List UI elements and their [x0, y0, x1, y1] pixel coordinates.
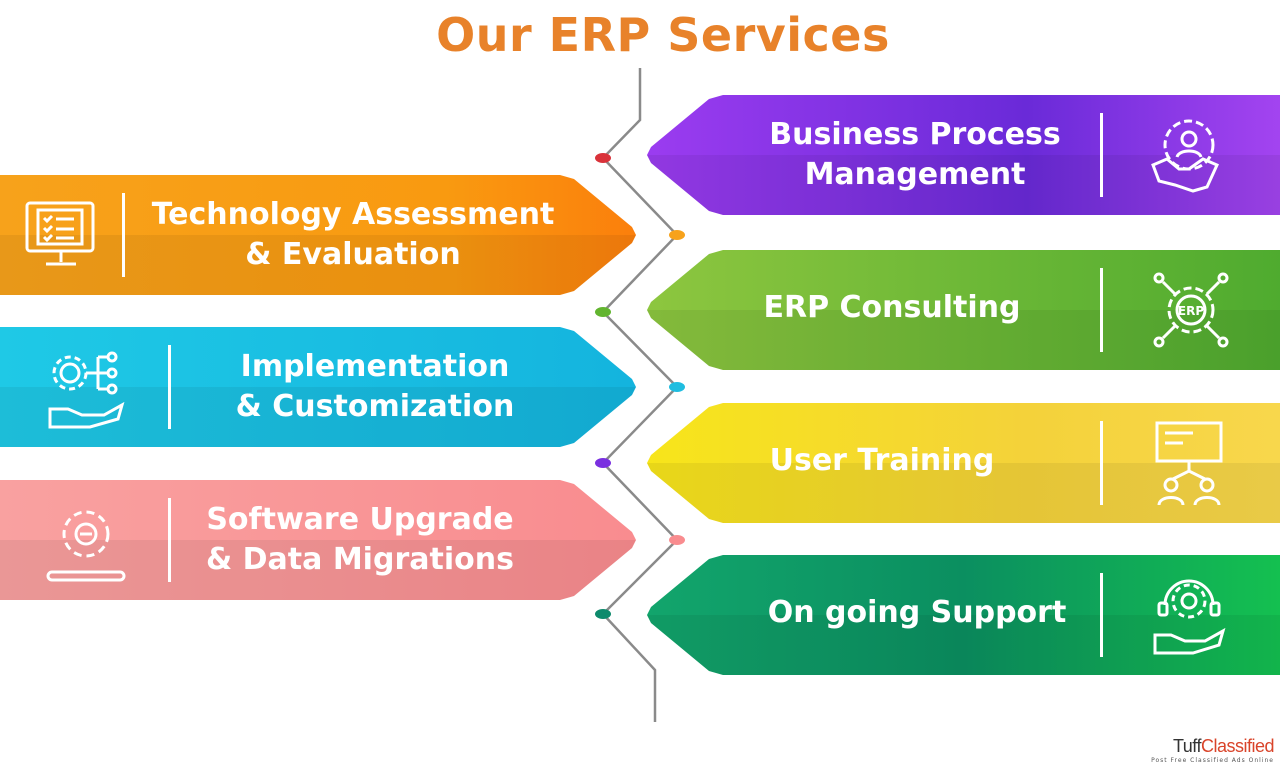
watermark-brand-b: Classified	[1200, 736, 1275, 756]
connector-dot	[595, 307, 611, 317]
connector-dot	[669, 230, 685, 240]
service-title-line2: & Data Migrations	[206, 542, 514, 577]
service-title-line2: Management	[804, 157, 1026, 192]
presentation-users-icon	[1153, 421, 1225, 518]
gear-hand-icon	[46, 349, 130, 440]
connector-dot	[595, 153, 611, 163]
service-title-line1: Technology Assessment	[151, 197, 555, 232]
watermark-brand-a: Tuff	[1172, 736, 1202, 756]
service-ongoing-support: On going Support	[647, 555, 1280, 675]
service-title-line1: Software Upgrade	[206, 502, 514, 537]
service-technology-assessment: Technology Assessment & Evaluation	[0, 175, 636, 295]
service-title-line1: Implementation	[240, 349, 510, 384]
service-title: ERP Consulting	[763, 290, 1021, 325]
service-title-line2: & Customization	[235, 389, 515, 424]
handshake-gear-icon	[1149, 117, 1229, 206]
service-title: On going Support	[767, 595, 1067, 630]
connector-dot	[669, 535, 685, 545]
gear-progress-icon	[44, 500, 128, 595]
support-gear-hand-icon	[1149, 575, 1229, 668]
watermark-logo: TuffClassified Post Free Classified Ads …	[1151, 736, 1274, 764]
page-title: Our ERP Services	[436, 8, 890, 62]
service-software-upgrade: Software Upgrade & Data Migrations	[0, 480, 636, 600]
service-implementation: Implementation & Customization	[0, 327, 636, 447]
watermark-tagline: Post Free Classified Ads Online	[1151, 757, 1274, 764]
service-title-line1: Business Process	[769, 117, 1061, 152]
svg-text:ERP: ERP	[1178, 304, 1204, 318]
service-user-training: User Training	[647, 403, 1280, 523]
monitor-checklist-icon	[24, 200, 98, 281]
service-title: User Training	[769, 443, 995, 478]
erp-gear-network-icon: ERP	[1151, 270, 1231, 361]
service-business-process-management: Business Process Management	[647, 95, 1280, 215]
service-erp-consulting: ERP Consulting ERP	[647, 250, 1280, 370]
connector-dot	[595, 609, 611, 619]
connector-dot	[669, 382, 685, 392]
connector-dot	[595, 458, 611, 468]
service-title-line2: & Evaluation	[245, 237, 461, 272]
